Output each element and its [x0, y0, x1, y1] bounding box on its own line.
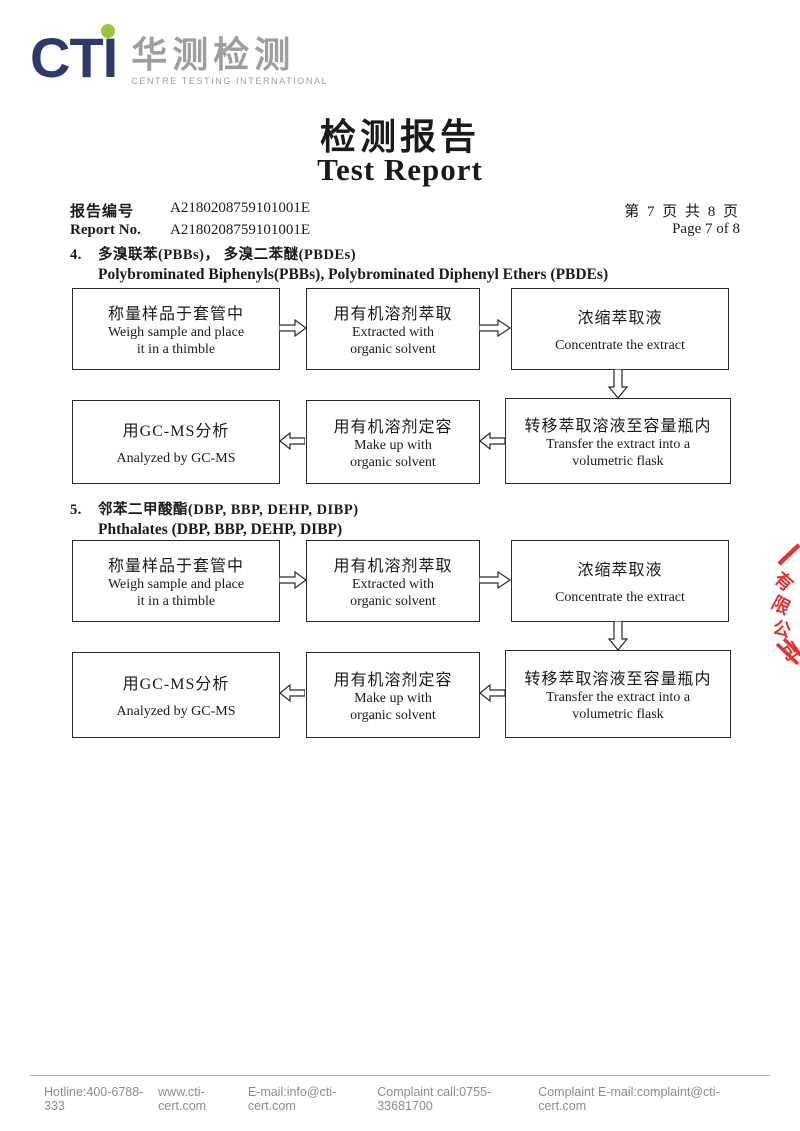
arrow-left-icon: [479, 432, 505, 450]
flowchart-pbbs-pbdes: 称量样品于套管中 Weigh sample and place it in a …: [0, 288, 760, 484]
footer-complaint-call: Complaint call:0755-33681700: [377, 1085, 492, 1113]
cti-logo-chinese-block: 华测检测 CENTRE TESTING INTERNATIONAL: [131, 36, 328, 88]
cti-logo-chinese: 华测检测: [131, 34, 296, 75]
report-info-bar: 报告编号 A2180208759101001E Report No. A2180…: [70, 200, 740, 239]
seal-char: 公: [771, 617, 794, 641]
company-seal-stamp-icon: 有 限 公 司: [768, 543, 800, 666]
flow-box-text-cn: 转移萃取溶液至容量瓶内: [524, 418, 712, 435]
flow-box-text-cn: 用有机溶剂萃取: [333, 306, 453, 323]
flow-box-transfer-flask: 转移萃取溶液至容量瓶内 Transfer the extract into a …: [505, 398, 731, 484]
report-number-value-1: A2180208759101001E: [170, 200, 310, 216]
section-4-heading-en: Polybrominated Biphenyls(PBBs), Polybrom…: [98, 266, 609, 283]
report-number-block: 报告编号 A2180208759101001E Report No. A2180…: [70, 200, 310, 239]
flow-box-text-en: Analyzed by GC-MS: [116, 451, 236, 466]
report-number-value-2: A2180208759101001E: [170, 222, 310, 238]
report-title-english: Test Report: [317, 152, 483, 187]
report-number-label-cn: 报告编号: [70, 204, 135, 220]
cti-logo: CTI 华测检测 CENTRE TESTING INTERNATIONAL: [30, 24, 328, 89]
report-title-chinese: 检测报告: [319, 117, 480, 157]
flow-box-text-cn: 称量样品于套管中: [107, 306, 244, 323]
flow-box-text-cn: 转移萃取溶液至容量瓶内: [524, 671, 712, 688]
flow-box-transfer-flask: 转移萃取溶液至容量瓶内 Transfer the extract into a …: [505, 650, 731, 738]
arrow-down-icon: [607, 621, 629, 651]
seal-char: 有: [770, 567, 797, 595]
footer-contact-bar: Hotline:400-6788-333 www.cti-cert.com E-…: [30, 1075, 770, 1113]
flow-box-text-en: Weigh sample and place it in a thimble: [107, 577, 245, 609]
flow-box-text-cn: 用GC-MS分析: [122, 676, 230, 693]
report-number-label-en: Report No.: [70, 222, 141, 238]
flow-box-text-en: Analyzed by GC-MS: [116, 704, 236, 719]
section-5-number: 5.: [70, 502, 82, 518]
arrow-right-icon: [479, 319, 511, 337]
seal-char: 限: [768, 592, 794, 619]
flow-box-text-cn: 浓缩萃取液: [577, 562, 663, 579]
section-4-heading: 4. 多溴联苯(PBBs)， 多溴二苯醚(PBDEs) Polybrominate…: [70, 243, 760, 284]
cti-logo-mark: CTI: [30, 24, 118, 89]
flow-box-extract-solvent: 用有机溶剂萃取 Extracted with organic solvent: [306, 288, 480, 370]
flow-box-weigh-sample: 称量样品于套管中 Weigh sample and place it in a …: [72, 288, 280, 370]
footer-complaint-email: Complaint E-mail:complaint@cti-cert.com: [538, 1085, 720, 1113]
arrow-right-icon: [279, 571, 307, 589]
footer-website: www.cti-cert.com: [158, 1085, 207, 1113]
section-5-title-cn: 邻苯二甲酸酯(DBP, BBP, DEHP, DIBP): [98, 502, 359, 518]
flow-box-concentrate: 浓缩萃取液 Concentrate the extract: [511, 540, 729, 622]
arrow-left-icon: [279, 432, 305, 450]
flow-box-text-en: Make up with organic solvent: [350, 691, 436, 723]
arrow-left-icon: [479, 684, 505, 702]
flow-box-concentrate: 浓缩萃取液 Concentrate the extract: [511, 288, 729, 370]
section-4-title-cn: 多溴联苯(PBBs)， 多溴二苯醚(PBDEs): [98, 247, 357, 263]
arrow-right-icon: [279, 319, 307, 337]
flow-box-text-cn: 用有机溶剂萃取: [333, 558, 453, 575]
flow-box-text-cn: 用有机溶剂定容: [333, 672, 453, 689]
arrow-left-icon: [279, 684, 305, 702]
section-5-heading-cn: 5. 邻苯二甲酸酯(DBP, BBP, DEHP, DIBP): [70, 498, 760, 519]
flow-box-make-up: 用有机溶剂定容 Make up with organic solvent: [306, 400, 480, 484]
flow-box-weigh-sample: 称量样品于套管中 Weigh sample and place it in a …: [72, 540, 280, 622]
flow-box-gcms-analysis: 用GC-MS分析 Analyzed by GC-MS: [72, 652, 280, 738]
flow-box-text-en: Extracted with organic solvent: [350, 325, 436, 357]
flow-box-text-cn: 浓缩萃取液: [577, 310, 663, 327]
page-number-cn: 第 7 页 共 8 页: [624, 204, 740, 220]
flow-box-text-en: Make up with organic solvent: [350, 438, 436, 470]
flow-box-text-cn: 用有机溶剂定容: [333, 419, 453, 436]
page-number-en: Page 7 of 8: [672, 221, 740, 237]
flow-box-extract-solvent: 用有机溶剂萃取 Extracted with organic solvent: [306, 540, 480, 622]
flow-box-text-en: Transfer the extract into a volumetric f…: [545, 690, 691, 722]
arrow-right-icon: [479, 571, 511, 589]
flow-box-text-en: Transfer the extract into a volumetric f…: [545, 437, 691, 469]
flow-box-text-cn: 用GC-MS分析: [122, 423, 230, 440]
arrow-down-icon: [607, 369, 629, 399]
flow-box-text-en: Weigh sample and place it in a thimble: [107, 325, 245, 357]
flow-box-text-en: Extracted with organic solvent: [350, 577, 436, 609]
flow-box-text-cn: 称量样品于套管中: [107, 558, 244, 575]
page-number-block: 第 7 页 共 8 页 Page 7 of 8: [624, 200, 740, 239]
flow-box-text-en: Concentrate the extract: [555, 338, 685, 353]
flowchart-phthalates: 称量样品于套管中 Weigh sample and place it in a …: [0, 540, 760, 738]
footer-hotline: Hotline:400-6788-333: [44, 1085, 144, 1113]
section-4-number: 4.: [70, 247, 82, 263]
flow-box-text-en: Concentrate the extract: [555, 590, 685, 605]
flow-box-gcms-analysis: 用GC-MS分析 Analyzed by GC-MS: [72, 400, 280, 484]
cti-logo-dot-icon: [101, 24, 116, 38]
cti-logo-subtitle: CENTRE TESTING INTERNATIONAL: [131, 76, 329, 86]
footer-email: E-mail:info@cti-cert.com: [247, 1085, 337, 1113]
section-5-heading-en: Phthalates (DBP, BBP, DEHP, DIBP): [98, 521, 343, 538]
section-5-heading: 5. 邻苯二甲酸酯(DBP, BBP, DEHP, DIBP) Phthalate…: [70, 498, 760, 539]
cti-logo-text: CTI: [30, 26, 118, 89]
seal-char: 司: [776, 638, 800, 664]
flow-box-make-up: 用有机溶剂定容 Make up with organic solvent: [306, 652, 480, 738]
section-4-heading-cn: 4. 多溴联苯(PBBs)， 多溴二苯醚(PBDEs): [70, 243, 760, 264]
